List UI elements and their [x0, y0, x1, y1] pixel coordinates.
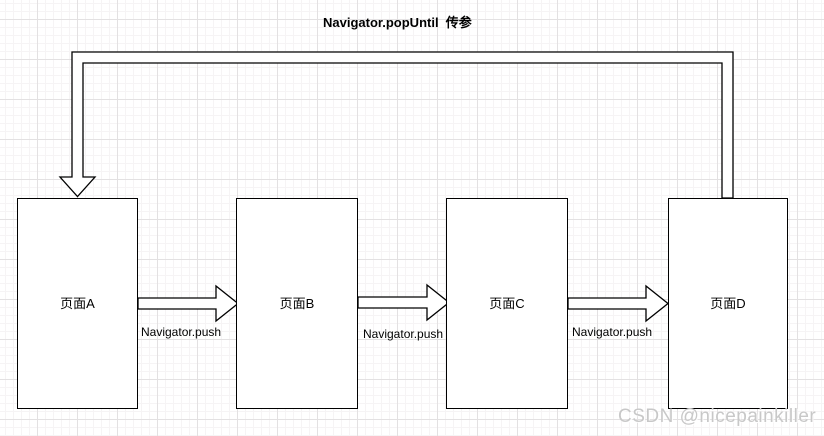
push-label-c-d: Navigator.push [572, 325, 653, 339]
popuntil-arrow [58, 51, 734, 199]
node-page-a-label: 页面A [60, 295, 95, 311]
push-arrow-b-c [357, 283, 451, 322]
node-page-c: 页面C [446, 198, 568, 409]
node-page-b: 页面B [236, 198, 358, 409]
push-arrow-c-d [567, 284, 670, 323]
node-page-c-label: 页面C [489, 295, 525, 311]
push-arrow-a-b [137, 284, 240, 323]
node-page-d: 页面D [668, 198, 788, 409]
node-page-b-label: 页面B [279, 295, 315, 311]
push-label-a-b: Navigator.push [141, 325, 222, 339]
watermark: CSDN @nicepainkiller [618, 406, 817, 427]
push-label-b-c: Navigator.push [363, 327, 444, 341]
node-page-a: 页面A [17, 198, 138, 409]
node-page-d-label: 页面D [710, 295, 746, 311]
popuntil-arrow-label: Navigator.popUntil 传参 [323, 15, 472, 30]
